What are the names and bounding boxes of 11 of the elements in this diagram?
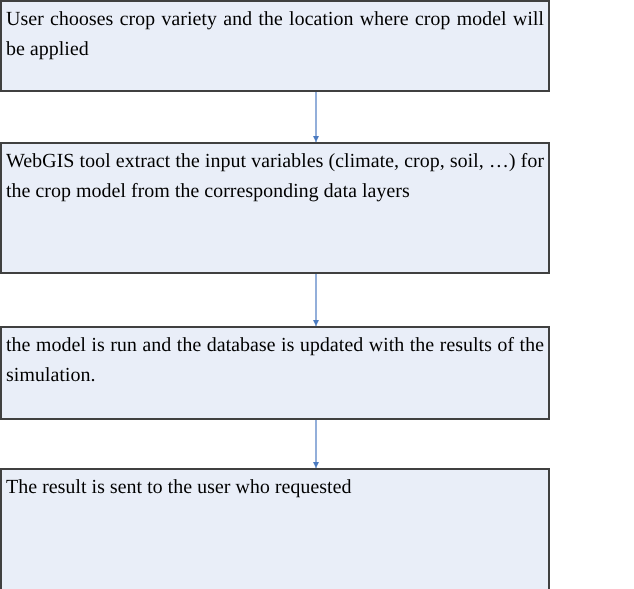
arrow [313, 92, 319, 142]
step-text: User chooses crop variety and the location where crop model will be applied [6, 7, 544, 62]
step-text: WebGIS tool extract the input variables (climate, crop, soil, …) for the crop model from the corresponding data layers [6, 149, 544, 204]
process-box [0, 326, 550, 420]
arrow [313, 420, 319, 468]
arrow [313, 274, 319, 326]
process-box [0, 142, 550, 274]
step-text: the model is run and the database is updated with the results of the simulation. [6, 333, 544, 388]
step-text: The result is sent to the user who requested [6, 475, 352, 500]
process-box [0, 468, 550, 589]
process-box [0, 0, 550, 92]
